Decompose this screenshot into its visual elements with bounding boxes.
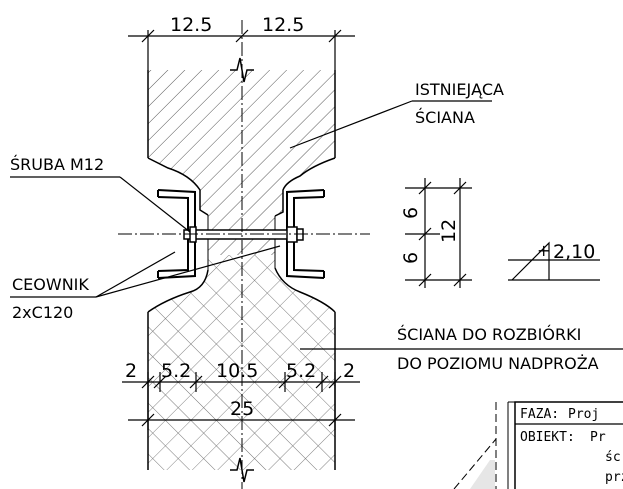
demolition-wall-outline: [147, 267, 336, 470]
dim-side-total: 12: [438, 219, 460, 243]
label-demolition-1: ŚCIANA DO ROZBIÓRKI: [397, 325, 581, 344]
leader-channel: [10, 245, 281, 298]
dim-bottom-seg-1: 2: [125, 360, 137, 382]
dim-top-left: 12.5: [170, 14, 212, 36]
dim-bottom-seg-5: 2: [343, 360, 355, 382]
dim-bottom-seg-3: 10.5: [216, 360, 258, 382]
label-bolt: ŚRUBA M12: [10, 155, 104, 174]
bottom-dimension-lines: [122, 372, 360, 430]
inner-edge-lines: [207, 215, 276, 270]
title-block-object-value-3: prz: [605, 470, 623, 485]
label-demolition-2: DO POZIOMU NADPROŻA: [397, 354, 599, 373]
title-block-object-label: OBIEKT:: [520, 430, 575, 445]
existing-wall-outline: [147, 70, 336, 217]
title-block-phase-label: FAZA:: [520, 407, 559, 422]
level-mark: [508, 241, 600, 281]
break-symbol-bottom: [230, 457, 254, 483]
title-block-phase-value: Proj: [568, 407, 599, 422]
label-channel-1: CEOWNIK: [12, 275, 89, 294]
top-dimension-lines: [128, 29, 355, 70]
dim-side-lower: 6: [400, 252, 422, 264]
side-dimension-lines: [405, 178, 472, 288]
dim-bottom-total: 25: [230, 398, 254, 420]
title-block-object-value-2: śc: [605, 450, 621, 465]
label-existing-wall-2: ŚCIANA: [415, 108, 475, 127]
break-symbol-top: [230, 57, 254, 83]
label-existing-wall-1: ISTNIEJĄCA: [415, 80, 504, 99]
title-block: [453, 401, 623, 489]
label-channel-2: 2xC120: [12, 303, 73, 322]
title-block-shadow: [470, 460, 495, 489]
dim-bottom-seg-2: 5.2: [161, 360, 191, 382]
level-sign: +: [537, 241, 550, 260]
level-value: 2,10: [553, 241, 595, 263]
dim-side-upper: 6: [400, 207, 422, 219]
title-block-object-value-1: Pr: [590, 430, 606, 445]
dim-top-right: 12.5: [262, 14, 304, 36]
leader-bolt: [10, 176, 191, 233]
dim-bottom-seg-4: 5.2: [286, 360, 316, 382]
leader-existing-wall: [289, 100, 492, 149]
